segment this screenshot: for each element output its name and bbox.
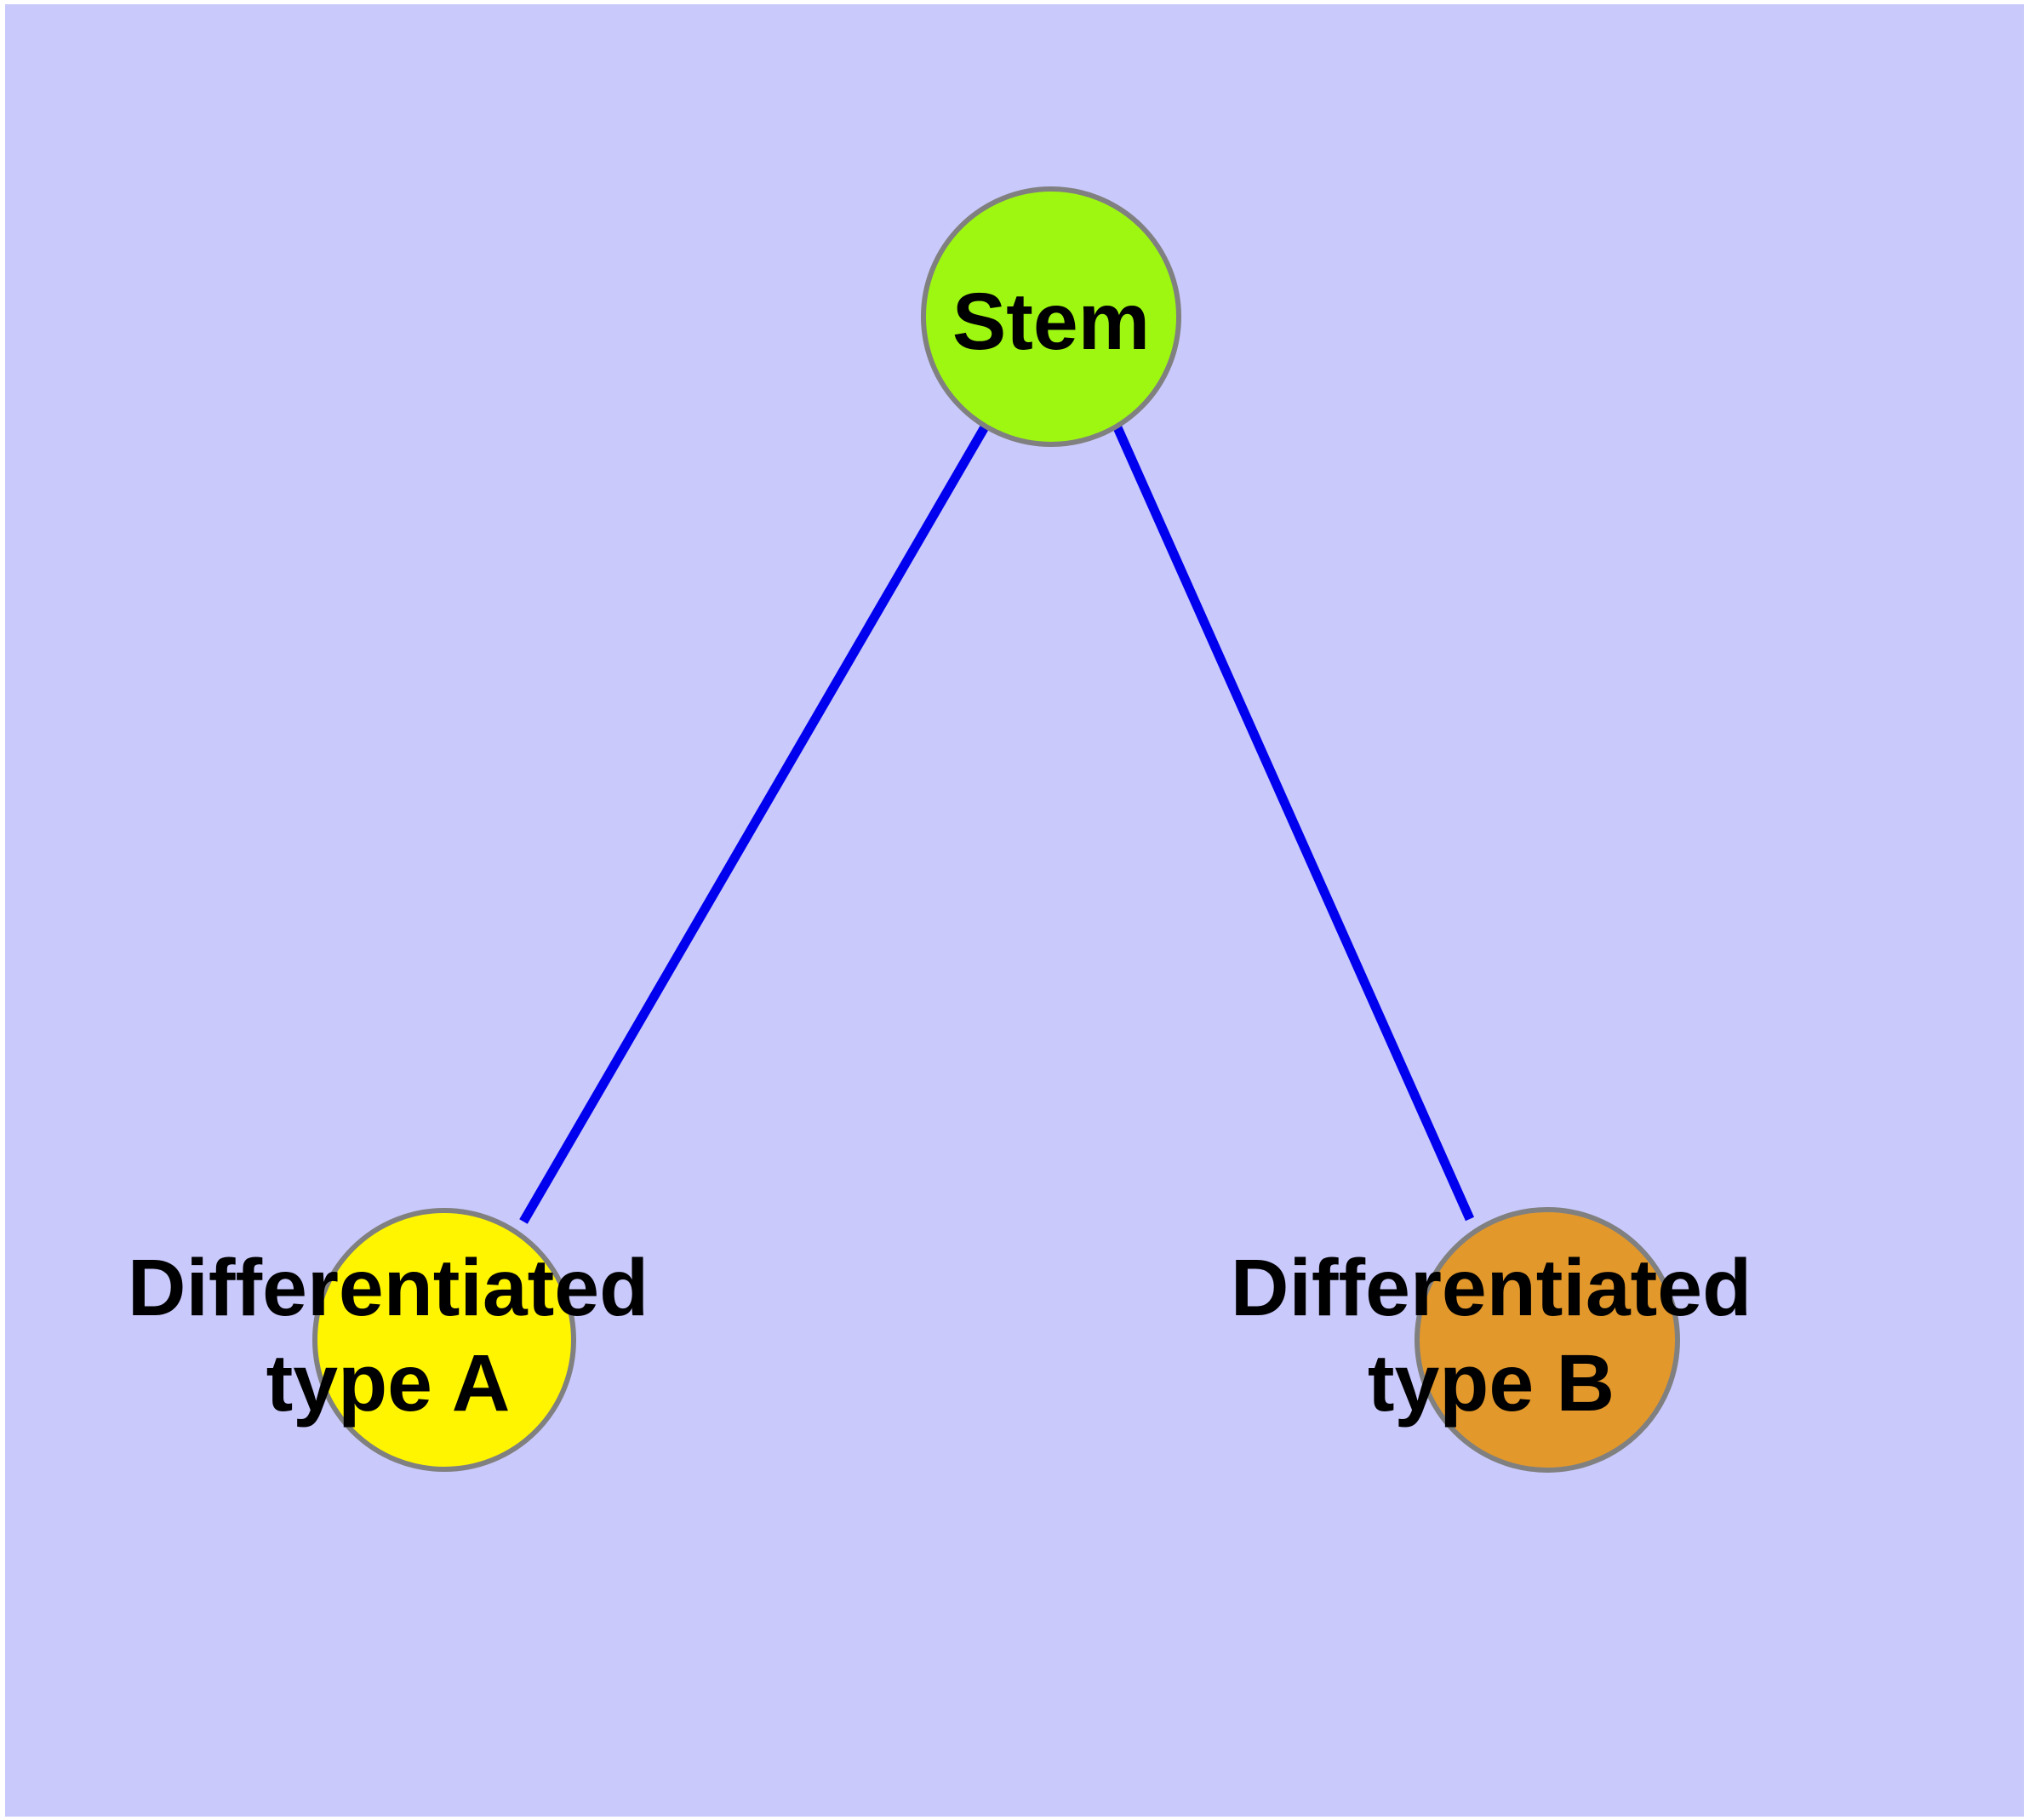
- graph-edge-stem-diff_a[interactable]: [519, 423, 990, 1224]
- graph-node-diff_b[interactable]: [1415, 1207, 1680, 1473]
- label-line: Differentiated: [1231, 1243, 1752, 1333]
- edges-layer: [519, 423, 1475, 1224]
- graph-node-stem[interactable]: [921, 186, 1181, 447]
- nodes-layer: [312, 186, 1680, 1473]
- graph-node-diff_a[interactable]: [312, 1208, 576, 1472]
- graph-edge-stem-diff_b[interactable]: [1112, 423, 1475, 1222]
- label-line: Stem: [952, 277, 1150, 367]
- graph-node-label-stem: Stem: [952, 277, 1150, 367]
- label-line: Differentiated: [128, 1243, 649, 1333]
- label-line: type A: [266, 1338, 511, 1428]
- label-line: type B: [1368, 1338, 1615, 1428]
